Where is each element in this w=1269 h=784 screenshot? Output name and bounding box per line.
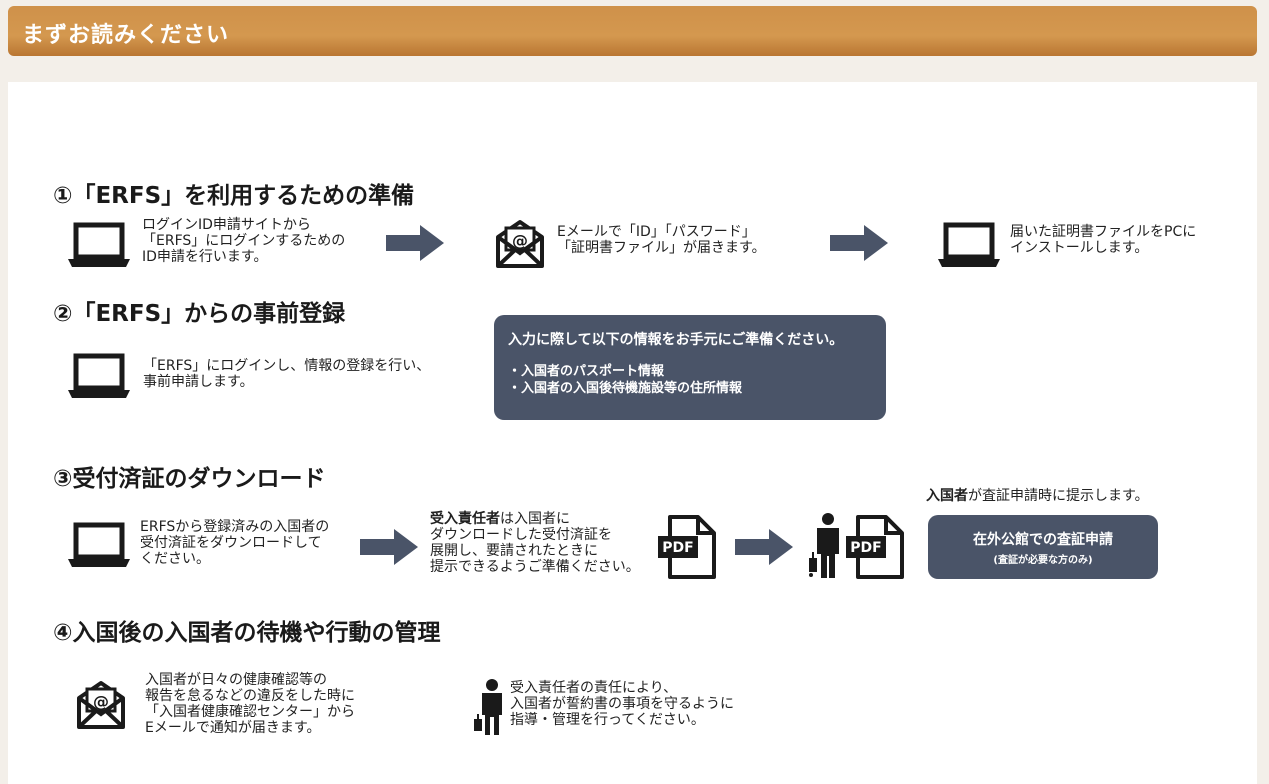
- svg-text:@: @: [93, 692, 109, 711]
- visa-application-subtitle: (査証が必要な方のみ): [993, 555, 1093, 566]
- info-box-title: 入力に際して以下の情報をお手元にご準備ください。: [508, 332, 844, 348]
- laptop-icon: [938, 222, 1000, 268]
- mail-icon: @: [76, 680, 126, 730]
- laptop-icon: [68, 353, 130, 399]
- info-item-address: ・入国者の入国後待機施設等の住所情報: [508, 381, 743, 396]
- step-2-rest: は入国者に ダウンロードした受付済証を 展開し、要請されたときに 提示できるよう…: [430, 511, 640, 575]
- traveler-icon: [808, 512, 842, 580]
- note-rest: が査証申請時に提示します。: [968, 488, 1149, 504]
- section-3-title: ③受付済証のダウンロード: [53, 466, 326, 492]
- info-box: 入力に際して以下の情報をお手元にご準備ください。 ・入国者のパスポート情報 ・入…: [494, 315, 886, 420]
- section-4-title: ④入国後の入国者の待機や行動の管理: [53, 620, 441, 646]
- mail-icon: @: [495, 219, 545, 269]
- section-3-note: 入国者が査証申請時に提示します。: [926, 488, 1149, 504]
- pdf-file-icon: PDF: [658, 514, 718, 580]
- pdf-label: PDF: [850, 540, 881, 556]
- visa-application-title: 在外公館での査証申請: [973, 532, 1113, 548]
- arrow-right-icon: [830, 225, 888, 261]
- content-card: ①「ERFS」を利用するための準備 ログインID申請サイトから 「ERFS」にロ…: [8, 82, 1257, 784]
- step-2-bold: 受入責任者: [430, 511, 500, 527]
- section-3-step-2-text: 受入責任者は入国者に ダウンロードした受付済証を 展開し、要請されたときに 提示…: [430, 511, 640, 575]
- section-4-step-1-text: 入国者が日々の健康確認等の 報告を怠るなどの違反をした時に 「入国者健康確認セン…: [145, 672, 355, 736]
- arrow-right-icon: [735, 529, 793, 565]
- section-3-step-1-text: ERFSから登録済みの入国者の 受付済証をダウンロードして ください。: [140, 519, 330, 567]
- section-1-step-1-text: ログインID申請サイトから 「ERFS」にログインするための ID申請を行います…: [142, 217, 346, 265]
- visa-application-box: 在外公館での査証申請 (査証が必要な方のみ): [928, 515, 1158, 579]
- person-icon: [472, 679, 506, 737]
- section-2-step-1-text: 「ERFS」にログインし、情報の登録を行い、 事前申請します。: [143, 358, 431, 390]
- note-bold: 入国者: [926, 488, 968, 504]
- page-title: まずお読みください: [22, 23, 230, 48]
- section-1-step-2-text: Eメールで「ID」「パスワード」 「証明書ファイル」が届きます。: [557, 224, 766, 256]
- arrow-right-icon: [386, 225, 444, 261]
- section-1-step-3-text: 届いた証明書ファイルをPCに インストールします。: [1010, 224, 1197, 256]
- pdf-file-icon: PDF: [846, 514, 906, 580]
- laptop-icon: [68, 222, 130, 268]
- section-4-step-2-text: 受入責任者の責任により、 入国者が誓約書の事項を守るように 指導・管理を行ってく…: [510, 680, 734, 728]
- header-bar: まずお読みください: [8, 6, 1257, 56]
- svg-text:@: @: [512, 231, 528, 250]
- pdf-label: PDF: [662, 540, 693, 556]
- laptop-icon: [68, 522, 130, 568]
- info-item-passport: ・入国者のパスポート情報: [508, 364, 665, 379]
- section-1-title: ①「ERFS」を利用するための準備: [53, 183, 415, 209]
- arrow-right-icon: [360, 529, 418, 565]
- section-2-title: ②「ERFS」からの事前登録: [53, 301, 346, 327]
